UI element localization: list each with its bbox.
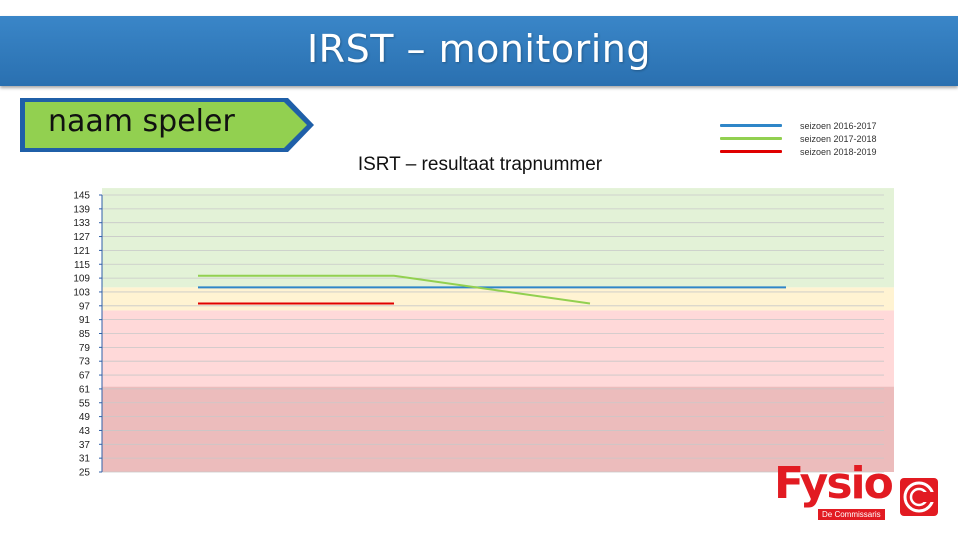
y-tick-label: 61 [79,384,91,395]
y-tick-label: 25 [79,468,91,479]
chart-title: ISRT – resultaat trapnummer [357,154,603,175]
y-tick-label: 43 [79,426,91,437]
player-name-label: naam speler [48,104,235,139]
legend-label: seizoen 2016-2017 [800,120,877,131]
legend-swatch [720,137,782,140]
y-tick-label: 73 [79,357,91,368]
legend-item: seizoen 2018-2019 [720,145,877,158]
legend-item: seizoen 2017-2018 [720,132,877,145]
y-tick-label: 79 [79,343,91,354]
y-tick-label: 67 [79,371,91,382]
y-tick-label: 115 [74,260,90,271]
arrow-tag-shape [20,98,314,152]
zone-band [102,287,894,311]
y-tick-label: 133 [73,218,90,229]
zone-band [102,188,894,288]
y-tick-label: 139 [73,204,90,215]
y-tick-label: 103 [73,287,90,298]
y-tick-label: 145 [73,191,90,202]
y-tick-label: 127 [73,232,90,243]
logo-circle-icon [900,478,938,516]
y-tick-label: 37 [79,440,91,451]
logo-wordmark: Fysio [774,458,894,509]
y-tick-label: 121 [73,246,90,257]
y-tick-label: 109 [73,274,90,285]
y-tick-label: 85 [79,329,91,340]
logo-subtitle: De Commissaris [818,509,885,520]
legend-item: seizoen 2016-2017 [720,119,877,132]
chart-legend: seizoen 2016-2017 seizoen 2017-2018 seiz… [720,119,877,158]
series-line [198,274,591,305]
page-title: IRST – monitoring [306,27,652,71]
legend-label: seizoen 2017-2018 [800,133,877,144]
y-tick-label: 97 [79,301,91,312]
legend-label: seizoen 2018-2019 [800,146,877,157]
fysio-logo: Fysio De Commissaris [774,458,944,524]
y-tick-label: 91 [79,315,91,326]
zone-band [102,310,894,387]
line-chart: 25 31 37 43 49 55 61 67 73 79 85 91 97 103 109 115 121 12… [73,188,894,479]
legend-swatch [720,124,782,127]
legend-swatch [720,150,782,153]
y-tick-label: 31 [79,454,91,465]
player-name-tag: naam speler [18,96,318,154]
y-tick-label: 55 [79,398,91,409]
header-banner: IRST – monitoring [0,16,958,86]
y-tick-label: 49 [79,412,91,423]
